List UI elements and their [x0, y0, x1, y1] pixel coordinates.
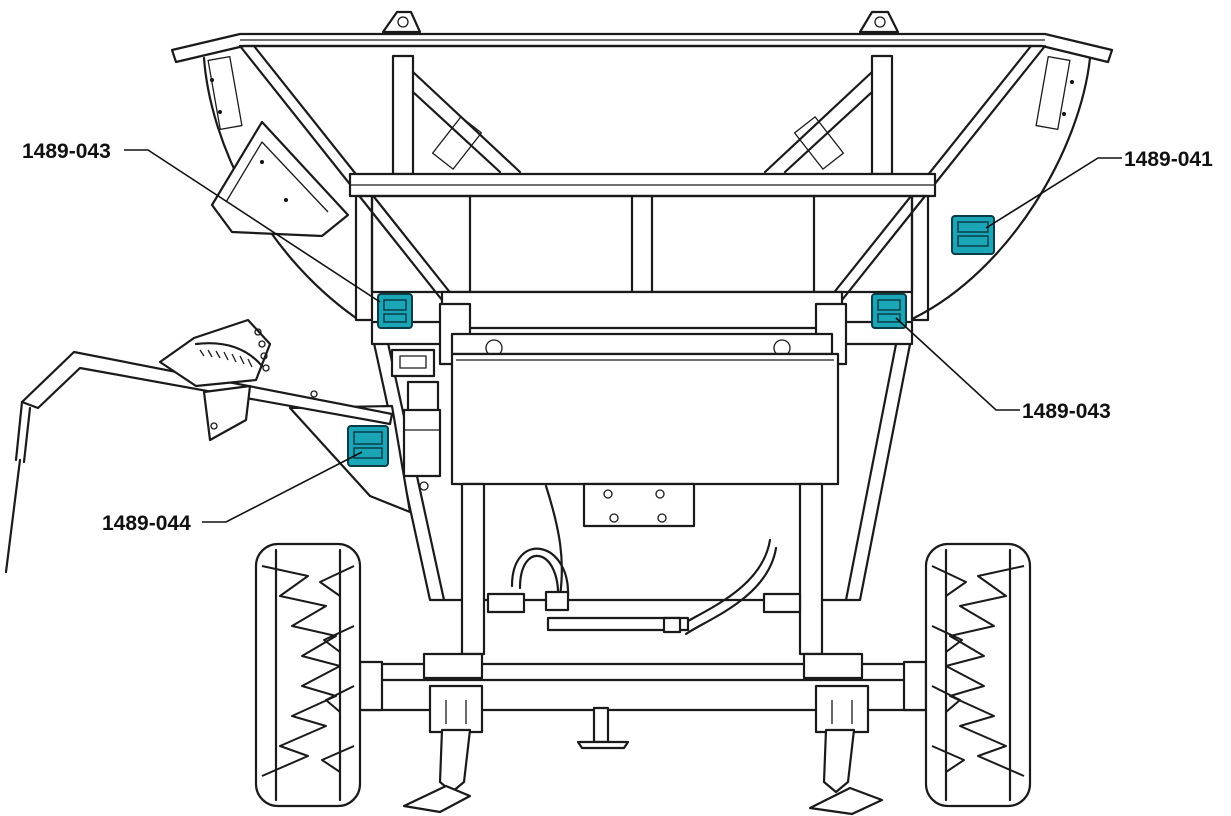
decal-upper-left [377, 293, 413, 329]
shank-left [402, 684, 484, 814]
hopper-top-rim [170, 32, 1114, 64]
undercarriage [460, 482, 824, 656]
upper-mount-bar [438, 290, 848, 366]
lifting-lug-left [381, 10, 422, 34]
smv-sign [210, 120, 350, 238]
leader-upper-left [124, 149, 381, 303]
leader-middle-right [895, 317, 1020, 411]
callout-upper-left: 1489-043 [22, 140, 111, 163]
callout-middle-right: 1489-043 [1022, 400, 1111, 423]
control-box [450, 352, 840, 486]
decal-upper-right [951, 215, 995, 255]
tire-left [254, 542, 362, 808]
hydraulic-filter [390, 348, 442, 491]
lifting-lug-right [858, 10, 900, 34]
decal-lower-left [347, 425, 389, 467]
inner-frame [391, 54, 894, 176]
shank-right [808, 684, 884, 816]
tire-right [924, 542, 1032, 808]
leader-upper-right [985, 157, 1122, 229]
cross-beam [348, 172, 937, 198]
callout-upper-right: 1489-041 [1124, 148, 1213, 171]
callout-lower-left: 1489-044 [102, 512, 191, 535]
leader-lower-left [202, 451, 363, 523]
